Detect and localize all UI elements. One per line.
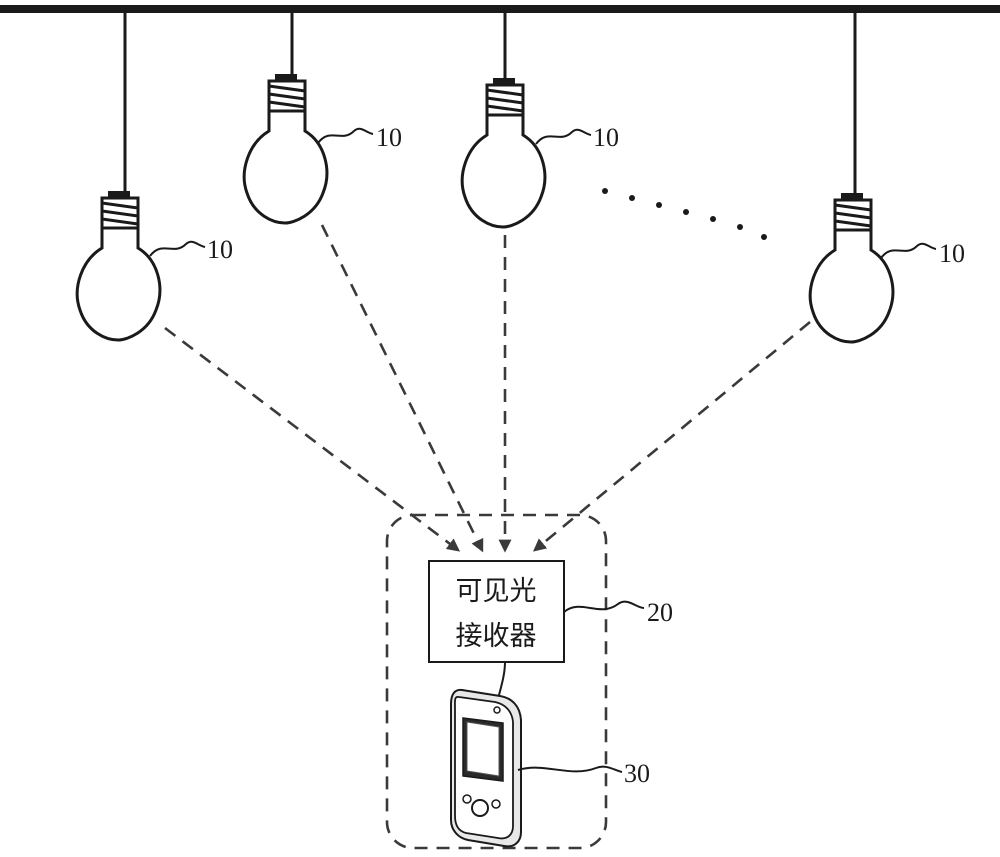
ellipsis-dots — [602, 188, 767, 240]
light-bulb-icon — [75, 191, 162, 342]
light-bulb-icon — [808, 193, 895, 344]
phone-ref-label: 30 — [624, 759, 650, 788]
receiver-leader — [563, 600, 645, 613]
lamp-3-leader — [535, 128, 592, 145]
light-path-lamp-1 — [164, 326, 461, 552]
receiver-label-line1: 可见光 — [456, 576, 537, 606]
receiver-label-line2: 接收器 — [456, 621, 537, 651]
light-bulb-icon — [242, 74, 329, 225]
lamp-4-leader — [880, 242, 937, 259]
mobile-phone-icon — [450, 688, 522, 848]
lamp-4-ref-label: 10 — [939, 239, 965, 268]
lamp-1-leader — [149, 240, 206, 257]
lamp-3-ref-label: 10 — [593, 123, 619, 152]
phone-leader — [517, 765, 623, 773]
lamp-1-ref-label: 10 — [207, 235, 233, 264]
light-path-lamp-4 — [532, 320, 811, 552]
light-path-lamp-2 — [320, 224, 484, 553]
light-bulb-icon — [460, 78, 547, 229]
lamp-2-ref-label: 10 — [376, 123, 402, 152]
receiver-ref-label: 20 — [647, 598, 673, 627]
lamp-2-leader — [317, 127, 374, 144]
